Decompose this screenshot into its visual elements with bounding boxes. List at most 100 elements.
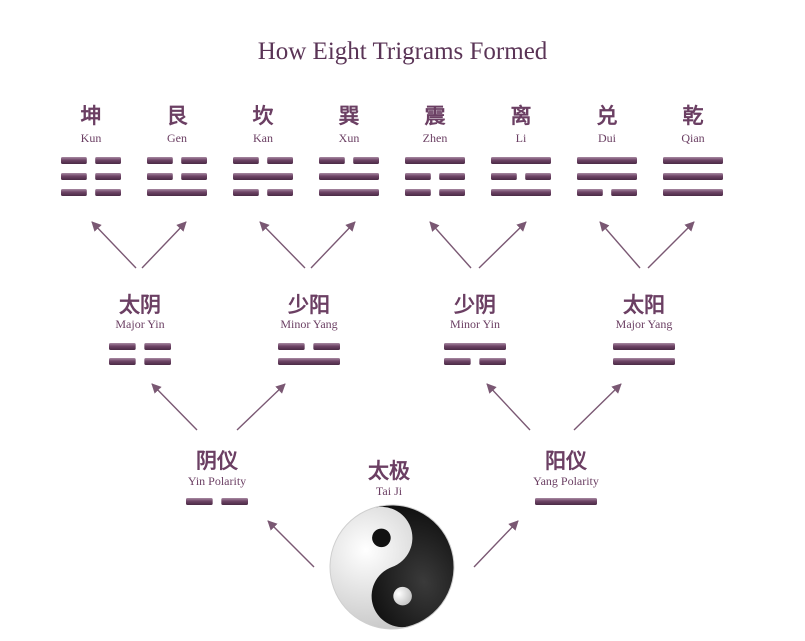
trigram-chinese-label: 巽	[338, 103, 360, 128]
arrow-taiji-to-yang-polarity	[473, 520, 519, 568]
arrow-polarity-to-bigram	[151, 383, 198, 431]
bigram-2-line-yin-left	[278, 343, 305, 350]
trigram-xun-line-yin-left	[319, 157, 345, 164]
trigram-xun-line-yang	[319, 189, 379, 196]
bigram-3-line-yang	[444, 343, 506, 350]
trigram-name-label: Kan	[253, 131, 273, 145]
trigram-zhen-line-yang	[405, 157, 465, 164]
trigram-qian-line-yang	[663, 157, 723, 164]
trigram-kun-line-yin-right	[95, 189, 121, 196]
yin-yang-icon	[329, 504, 455, 630]
trigram-kun-line-yin-right	[95, 173, 121, 180]
yin-yang-outline	[329, 504, 455, 630]
arrow-bigram-to-trigram	[647, 221, 695, 269]
trigram-kun-line-yin-left	[61, 189, 87, 196]
diagram-title: How Eight Trigrams Formed	[257, 38, 548, 65]
trigram-li-line-yang	[491, 189, 551, 196]
arrow-bigram-to-trigram	[141, 221, 187, 269]
bigram-3-line-yin-left	[444, 358, 471, 365]
arrow-polarity-to-bigram	[236, 383, 286, 431]
trigram-name-label: Zhen	[422, 131, 448, 145]
arrow-polarity-to-bigram	[486, 383, 531, 431]
bigram-4-line-yang	[613, 343, 675, 350]
trigram-name-label: Gen	[167, 131, 187, 145]
trigram-dui-line-yang	[577, 157, 637, 164]
trigram-chinese-label: 坎	[252, 103, 274, 128]
trigram-chinese-label: 兑	[596, 103, 618, 128]
bigram-1-line-yin-right	[144, 358, 171, 365]
trigram-gen-line-yin-left	[147, 157, 173, 164]
trigram-dui-line-yang	[577, 173, 637, 180]
arrow-bigram-to-trigram	[599, 221, 641, 269]
trigram-zhen-line-yin-left	[405, 173, 431, 180]
trigram-gen-line-yin-right	[181, 173, 207, 180]
yin-yang-light-dot	[393, 586, 412, 606]
arrow-bigram-to-trigram	[91, 221, 137, 269]
trigram-li-line-yin-left	[491, 173, 517, 180]
bigram-chinese-label: 少阴	[454, 292, 496, 317]
bigram-chinese-label: 少阳	[288, 292, 330, 317]
trigram-kun-line-yin-left	[61, 157, 87, 164]
bigram-name-label: Major Yin	[115, 317, 165, 331]
trigram-kan-line-yin-right	[267, 189, 293, 196]
trigram-xun-line-yang	[319, 173, 379, 180]
trigram-zhen-line-yin-right	[439, 189, 465, 196]
yin-yang-dark-dot	[372, 528, 391, 548]
trigram-zhen-line-yin-right	[439, 173, 465, 180]
bigram-4-line-yang	[613, 358, 675, 365]
trigram-kun-line-yin-left	[61, 173, 87, 180]
arrow-taiji-to-yin-polarity	[267, 520, 315, 568]
trigram-li-line-yin-right	[525, 173, 551, 180]
trigram-name-label: Dui	[598, 131, 616, 145]
trigram-dui-line-yin-right	[611, 189, 637, 196]
bigram-name-label: Major Yang	[615, 317, 673, 331]
trigram-chinese-label: 坤	[80, 103, 102, 128]
bigram-3-line-yin-right	[479, 358, 506, 365]
trigram-dui-line-yin-left	[577, 189, 603, 196]
bigram-1-line-yin-left	[109, 343, 136, 350]
trigram-gen-line-yin-right	[181, 157, 207, 164]
bigram-1-line-yin-left	[109, 358, 136, 365]
polarity-chinese-label: 阴仪	[196, 448, 238, 473]
bigram-name-label: Minor Yang	[280, 317, 338, 331]
trigram-kan-line-yin-left	[233, 157, 259, 164]
polarity-1-line-yin-left	[186, 498, 213, 505]
polarity-chinese-label: 阳仪	[545, 448, 587, 473]
trigram-chinese-label: 乾	[682, 103, 704, 128]
trigram-zhen-line-yin-left	[405, 189, 431, 196]
polarity-1-line-yin-right	[221, 498, 248, 505]
arrow-bigram-to-trigram	[310, 221, 356, 269]
trigram-chinese-label: 震	[424, 103, 446, 128]
trigram-kun-line-yin-right	[95, 157, 121, 164]
trigram-chinese-label: 艮	[166, 103, 188, 128]
trigram-kan-line-yin-left	[233, 189, 259, 196]
trigram-qian-line-yang	[663, 173, 723, 180]
trigram-chinese-label: 离	[510, 103, 532, 128]
taiji-chinese-label: 太极	[368, 458, 410, 483]
bigram-chinese-label: 太阳	[623, 292, 665, 317]
polarity-2-line-yang	[535, 498, 597, 505]
bigram-2-line-yang	[278, 358, 340, 365]
trigram-kan-line-yang	[233, 173, 293, 180]
arrow-bigram-to-trigram	[429, 221, 472, 269]
polarity-name-label: Yang Polarity	[533, 474, 599, 488]
trigram-xun-line-yin-right	[353, 157, 379, 164]
taiji-name-label: Tai Ji	[375, 484, 403, 498]
trigram-qian-line-yang	[663, 189, 723, 196]
trigram-li-line-yang	[491, 157, 551, 164]
arrow-bigram-to-trigram	[478, 221, 527, 269]
trigram-name-label: Li	[515, 131, 527, 145]
yin-yang-dark-half	[370, 505, 454, 628]
trigram-gen-line-yang	[147, 189, 207, 196]
bigram-2-line-yin-right	[313, 343, 340, 350]
trigram-name-label: Qian	[681, 131, 705, 145]
arrow-bigram-to-trigram	[259, 221, 306, 269]
bigram-name-label: Minor Yin	[450, 317, 500, 331]
bigram-1-line-yin-right	[144, 343, 171, 350]
trigram-name-label: Xun	[338, 131, 360, 145]
trigram-kan-line-yin-right	[267, 157, 293, 164]
bigram-chinese-label: 太阴	[119, 292, 161, 317]
trigram-gen-line-yin-left	[147, 173, 173, 180]
